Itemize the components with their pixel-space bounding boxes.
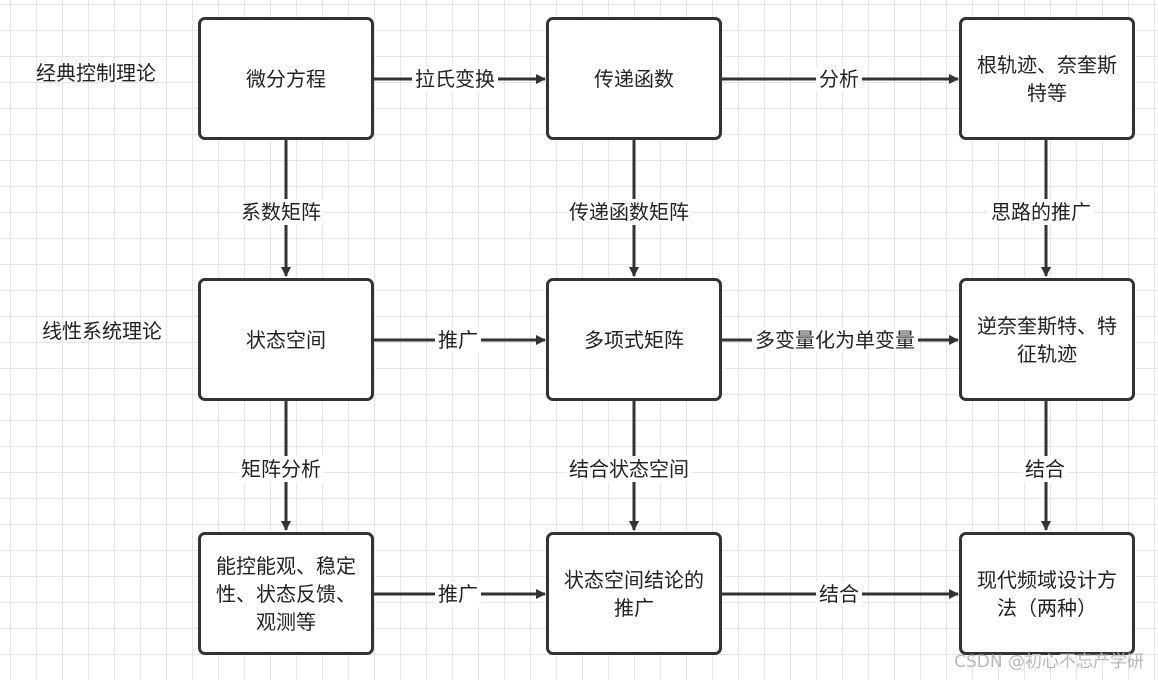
node-transfer-function: 传递函数 xyxy=(546,17,722,140)
edge-label-coefficient-matrix: 系数矩阵 xyxy=(238,199,324,225)
node-frequency-design: 现代频域设计方法（两种） xyxy=(959,532,1135,655)
node-polynomial-matrix: 多项式矩阵 xyxy=(546,278,722,401)
node-root-locus-nyquist: 根轨迹、奈奎斯特等 xyxy=(959,17,1135,140)
node-state-space: 状态空间 xyxy=(198,278,374,401)
node-state-space-generalization: 状态空间结论的推广 xyxy=(546,532,722,655)
edge-label-generalize-1: 推广 xyxy=(435,327,481,353)
watermark: CSDN @初心不忘产学研 xyxy=(954,652,1144,672)
edge-label-idea-generalization: 思路的推广 xyxy=(988,199,1094,225)
row-label-linear: 线性系统理论 xyxy=(42,319,162,343)
node-controllability: 能控能观、稳定性、状态反馈、观测等 xyxy=(198,532,374,655)
edge-label-transfer-function-matrix: 传递函数矩阵 xyxy=(566,199,692,225)
edge-label-multi-to-single: 多变量化为单变量 xyxy=(752,327,918,353)
edge-label-analysis: 分析 xyxy=(816,66,862,92)
edge-label-combine-2: 结合 xyxy=(816,581,862,607)
node-differential-equation: 微分方程 xyxy=(198,17,374,140)
edge-label-combine-state-space: 结合状态空间 xyxy=(566,456,692,482)
row-label-classical: 经典控制理论 xyxy=(36,61,156,85)
edge-label-laplace: 拉氏变换 xyxy=(412,66,498,92)
edge-label-generalize-2: 推广 xyxy=(435,581,481,607)
edge-label-combine-1: 结合 xyxy=(1022,456,1068,482)
edge-label-matrix-analysis: 矩阵分析 xyxy=(238,456,324,482)
node-inverse-nyquist: 逆奈奎斯特、特征轨迹 xyxy=(959,278,1135,401)
